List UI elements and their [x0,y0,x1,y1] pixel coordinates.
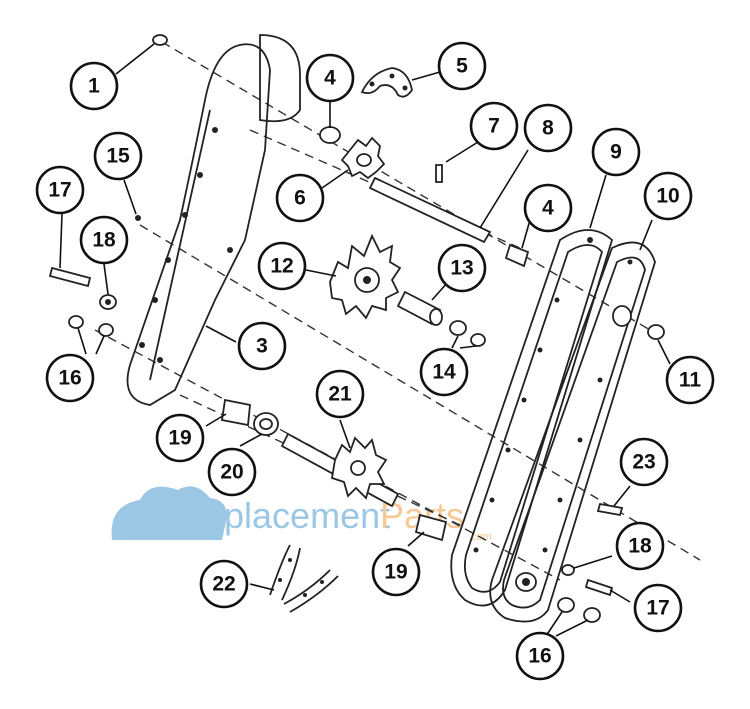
svg-text:22: 22 [212,573,235,596]
callout-1: 1 [69,61,119,111]
svg-text:19: 19 [384,561,407,584]
callout-10: 10 [643,171,693,221]
part-9-chaincase-plate [450,229,614,607]
part-8-upper-shaft [368,176,492,244]
part-17-bolt [48,266,92,288]
svg-text:13: 13 [450,257,473,280]
svg-text:20: 20 [220,461,243,484]
svg-text:18: 18 [92,229,116,252]
callout-18-right: 18 [615,521,665,571]
part-19-bushing-upper [220,398,251,427]
part-7-key [435,164,443,183]
svg-text:1: 1 [88,75,100,98]
callout-7: 7 [469,101,519,151]
part-16-washer-b [98,323,114,337]
left-frame-plate [126,34,301,406]
svg-text:23: 23 [632,451,655,474]
svg-text:12: 12 [270,255,293,278]
lower-left-bushings [220,398,279,436]
svg-text:5: 5 [456,55,468,78]
callout-4-upper: 4 [305,53,355,103]
part-1-washer [152,34,168,46]
callout-17-left: 17 [35,165,85,215]
right-hardware [557,502,624,623]
callout-16-left: 16 [45,353,95,403]
callout-4-lower: 4 [523,183,573,233]
part-5-chain-piece [360,67,413,98]
part-17-bolt-right [584,578,614,597]
part-16-washer-a [68,315,84,329]
callout-21: 21 [315,369,365,419]
svg-text:17: 17 [48,179,71,202]
part-11-washer [647,324,665,340]
part-4-bushings [319,126,530,268]
part-18-washer-right [561,564,575,576]
callout-15: 15 [93,131,143,181]
part-12-large-sprocket [329,233,402,320]
part-10-chaincase-cover [489,241,656,623]
svg-text:8: 8 [542,117,554,140]
svg-text:18: 18 [628,535,652,558]
callout-17-right: 17 [633,583,683,633]
svg-text:16: 16 [528,645,551,668]
part-21-lower-shaft [280,432,400,508]
part-19-bushing-lower [414,513,448,542]
watermark-logo-icon [111,486,227,540]
svg-text:21: 21 [328,383,352,406]
callout-13: 13 [437,243,487,293]
callout-22: 22 [199,559,249,609]
callout-12: 12 [257,241,307,291]
part-15-pin [135,215,141,221]
part-22-chain [269,544,339,613]
svg-text:6: 6 [294,187,306,210]
svg-text:19: 19 [168,427,191,450]
callout-8: 8 [523,103,573,153]
callout-20: 20 [207,447,257,497]
callouts: 1 4 5 7 8 15 6 9 10 17 4 18 12 13 3 16 1… [35,41,715,681]
callout-19-lower: 19 [371,547,421,597]
callout-6: 6 [275,173,325,223]
callout-23: 23 [619,437,669,487]
svg-text:15: 15 [106,145,130,168]
callout-11: 11 [665,355,715,405]
callout-16-right: 16 [515,631,565,681]
part-16-washer-right-a [557,597,575,613]
svg-text:3: 3 [256,335,268,358]
watermark: Replacement Parts .com [111,486,492,543]
callout-18-left: 18 [79,215,129,265]
part-14-bushings [449,320,486,347]
leader-lines [59,43,671,637]
svg-text:10: 10 [656,185,679,208]
watermark-brand-1: Replacement [178,495,390,536]
svg-text:4: 4 [324,67,336,90]
part-16-washer-right-b [583,607,601,623]
svg-text:4: 4 [542,197,554,220]
callout-14: 14 [419,347,469,397]
part-23-bolt [596,502,624,517]
svg-text:7: 7 [488,115,500,138]
svg-text:14: 14 [432,361,456,384]
svg-text:17: 17 [646,597,669,620]
left-hardware [48,215,141,337]
part-20-bearing [253,412,279,436]
callout-3: 3 [237,321,287,371]
svg-text:11: 11 [679,369,702,392]
part-13-spacer [396,290,443,326]
callout-9: 9 [591,127,641,177]
callout-5: 5 [437,41,487,91]
part-6-sprocket [340,136,386,180]
svg-text:16: 16 [58,367,81,390]
svg-text:9: 9 [610,141,622,164]
callout-19-upper: 19 [155,413,205,463]
